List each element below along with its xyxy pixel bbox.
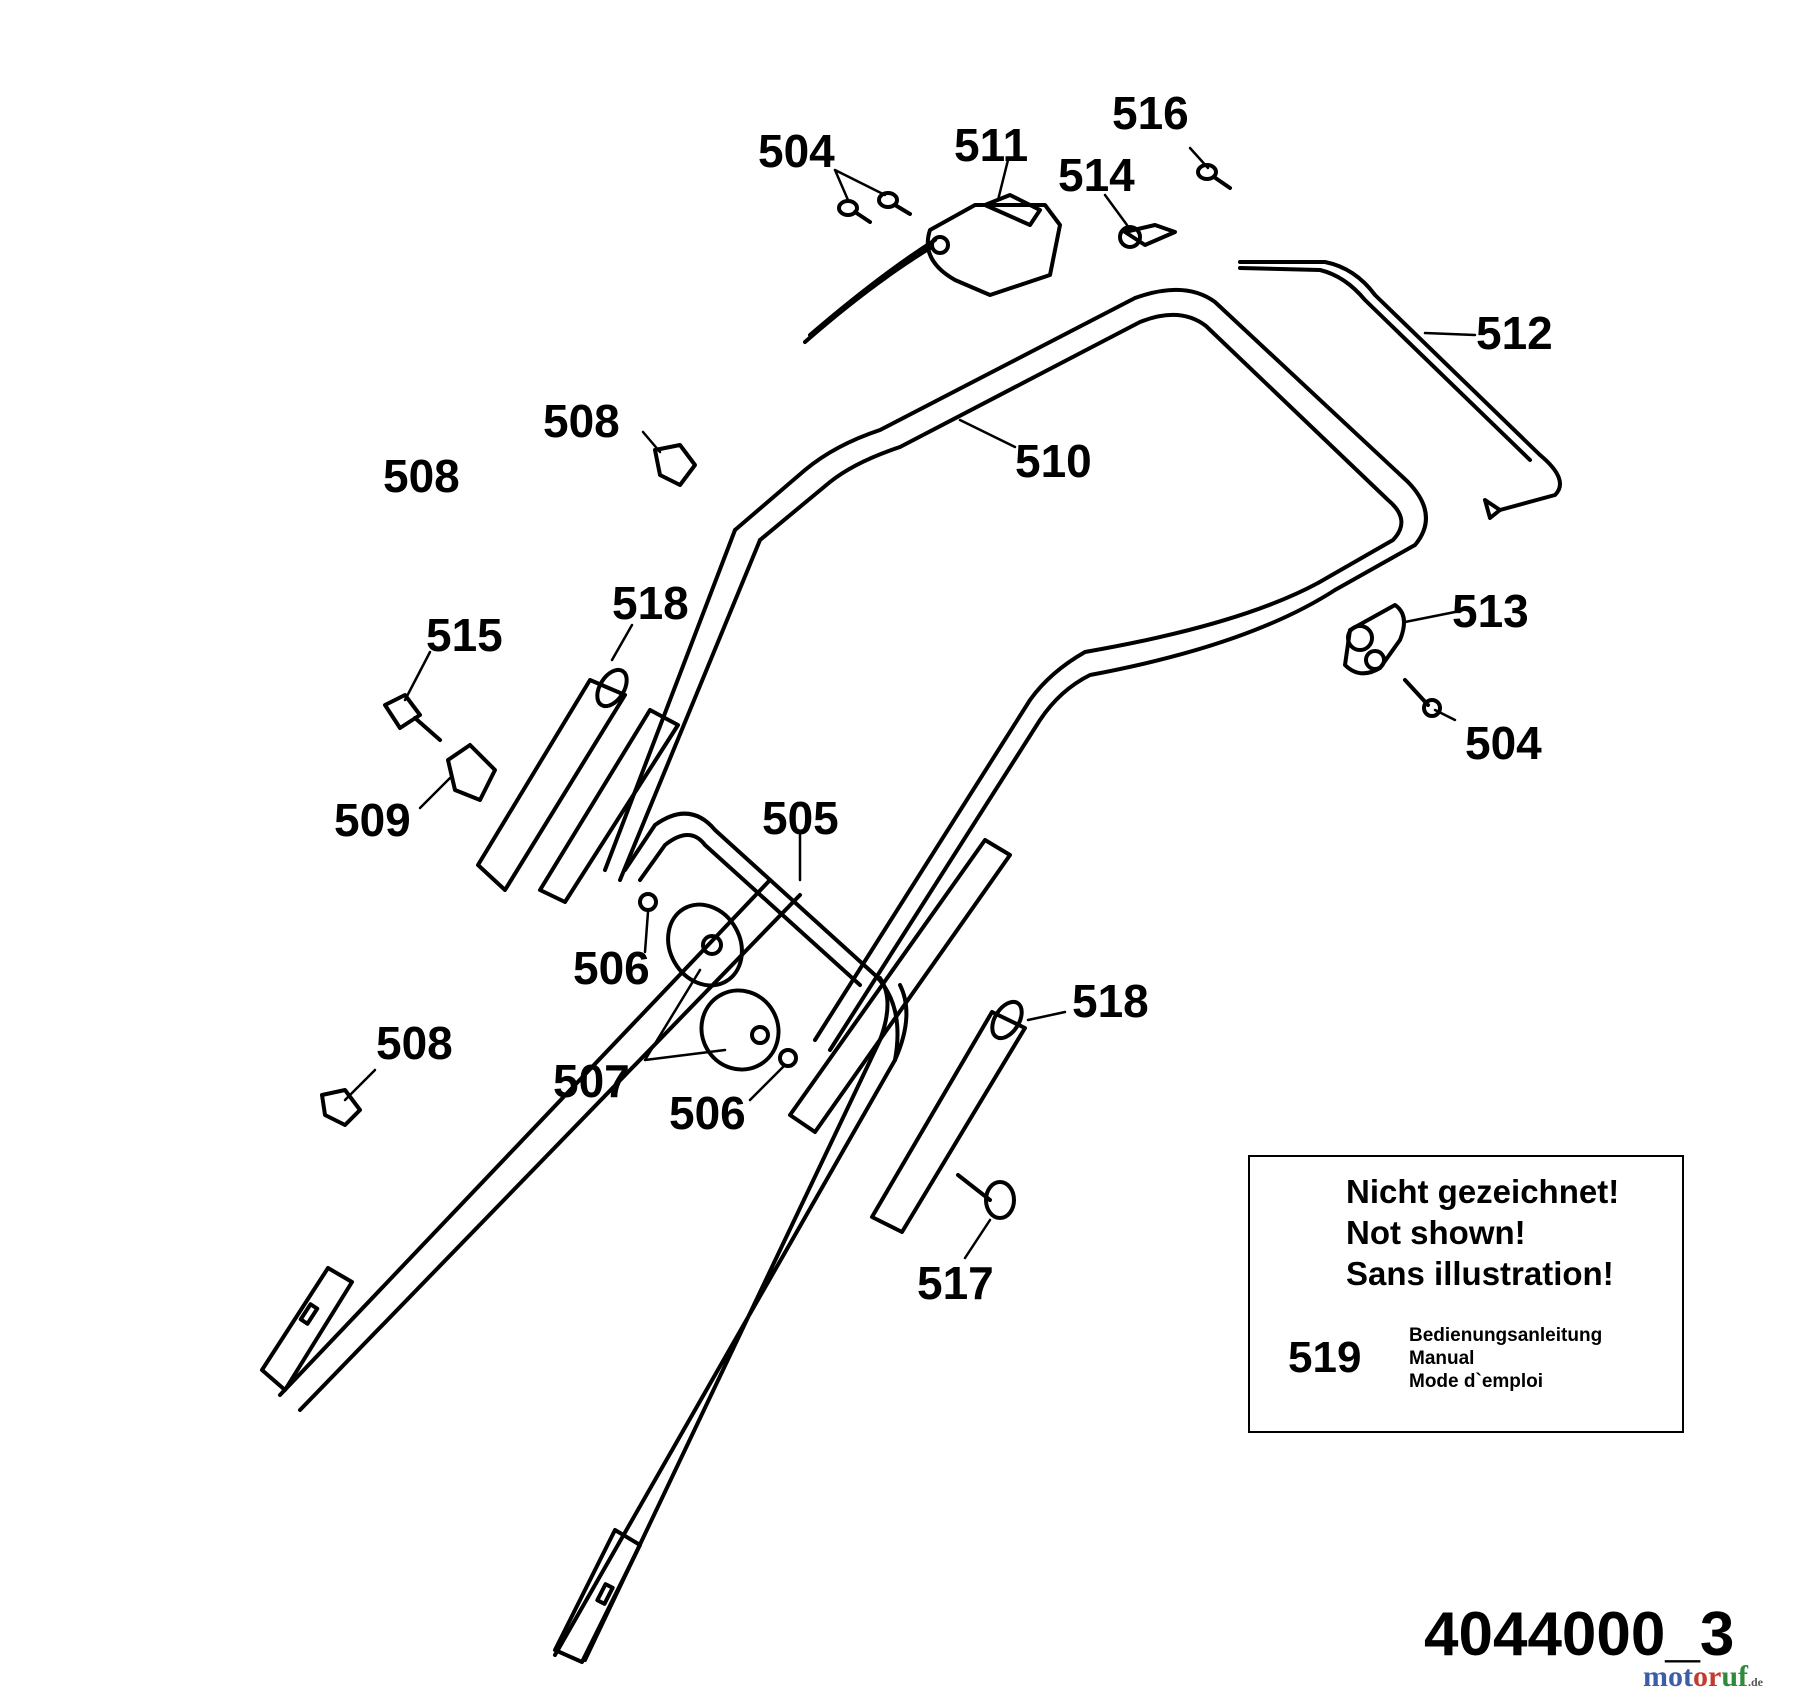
part-label-507: 507 bbox=[553, 1055, 630, 1107]
cross-brace bbox=[623, 811, 900, 1062]
part-label-515: 515 bbox=[426, 609, 503, 661]
watermark-logo: motoruf.de bbox=[1643, 1660, 1763, 1693]
part-label-508: 508 bbox=[543, 395, 620, 447]
clip-508-lower bbox=[320, 1088, 362, 1127]
not-shown-item-fr: Mode d`emploi bbox=[1409, 1371, 1544, 1392]
not-shown-heading-de: Nicht gezeichnet! bbox=[1346, 1173, 1620, 1210]
screw-504-upper bbox=[837, 191, 912, 224]
switch-box-511 bbox=[925, 203, 1062, 297]
hub-507-upper bbox=[666, 902, 744, 988]
part-label-518: 518 bbox=[612, 577, 689, 629]
nut-506-upper bbox=[638, 892, 658, 912]
part-label-508: 508 bbox=[383, 450, 460, 502]
screw-516 bbox=[1196, 163, 1232, 190]
part-label-512: 512 bbox=[1476, 307, 1553, 359]
part-label-514: 514 bbox=[1058, 149, 1135, 201]
hub-507-lower bbox=[699, 988, 781, 1072]
upper-handle-outer bbox=[733, 288, 1428, 1052]
sleeve-518-lower bbox=[870, 1010, 1027, 1234]
screw-504-lower bbox=[1403, 678, 1442, 718]
cable-512 bbox=[1238, 260, 1562, 512]
upper-handle-inner bbox=[758, 312, 1404, 1042]
not-shown-heading-fr: Sans illustration! bbox=[1346, 1255, 1614, 1292]
knob-515 bbox=[383, 693, 442, 742]
part-label-508: 508 bbox=[376, 1017, 453, 1069]
knob-517 bbox=[956, 1173, 1016, 1220]
bracket-513 bbox=[1343, 603, 1406, 676]
not-shown-part-number: 519 bbox=[1288, 1333, 1362, 1382]
part-label-510: 510 bbox=[1015, 435, 1092, 487]
not-shown-item-de: Bedienungsanleitung bbox=[1409, 1325, 1603, 1346]
clamp-509 bbox=[446, 743, 497, 802]
part-label-506: 506 bbox=[669, 1087, 746, 1139]
not-shown-box: Nicht gezeichnet! Not shown! Sans illust… bbox=[1248, 1155, 1684, 1433]
part-label-513: 513 bbox=[1452, 585, 1529, 637]
part-label-517: 517 bbox=[917, 1257, 994, 1309]
lower-handle-left bbox=[278, 878, 802, 1412]
part-label-504: 504 bbox=[1465, 717, 1542, 769]
drawing-number: 4044000_3 bbox=[1424, 1600, 1735, 1669]
part-label-518: 518 bbox=[1072, 975, 1149, 1027]
nut-506-lower bbox=[778, 1048, 798, 1068]
part-label-511: 511 bbox=[954, 119, 1029, 171]
sleeve-518-upper bbox=[476, 678, 627, 892]
part-label-509: 509 bbox=[334, 794, 411, 846]
part-label-506: 506 bbox=[573, 942, 650, 994]
clip-508-upper bbox=[653, 443, 697, 487]
part-label-505: 505 bbox=[762, 792, 839, 844]
not-shown-item-en: Manual bbox=[1409, 1348, 1475, 1369]
part-label-516: 516 bbox=[1112, 87, 1189, 139]
part-label-504: 504 bbox=[758, 125, 835, 177]
not-shown-heading-en: Not shown! bbox=[1346, 1214, 1526, 1251]
